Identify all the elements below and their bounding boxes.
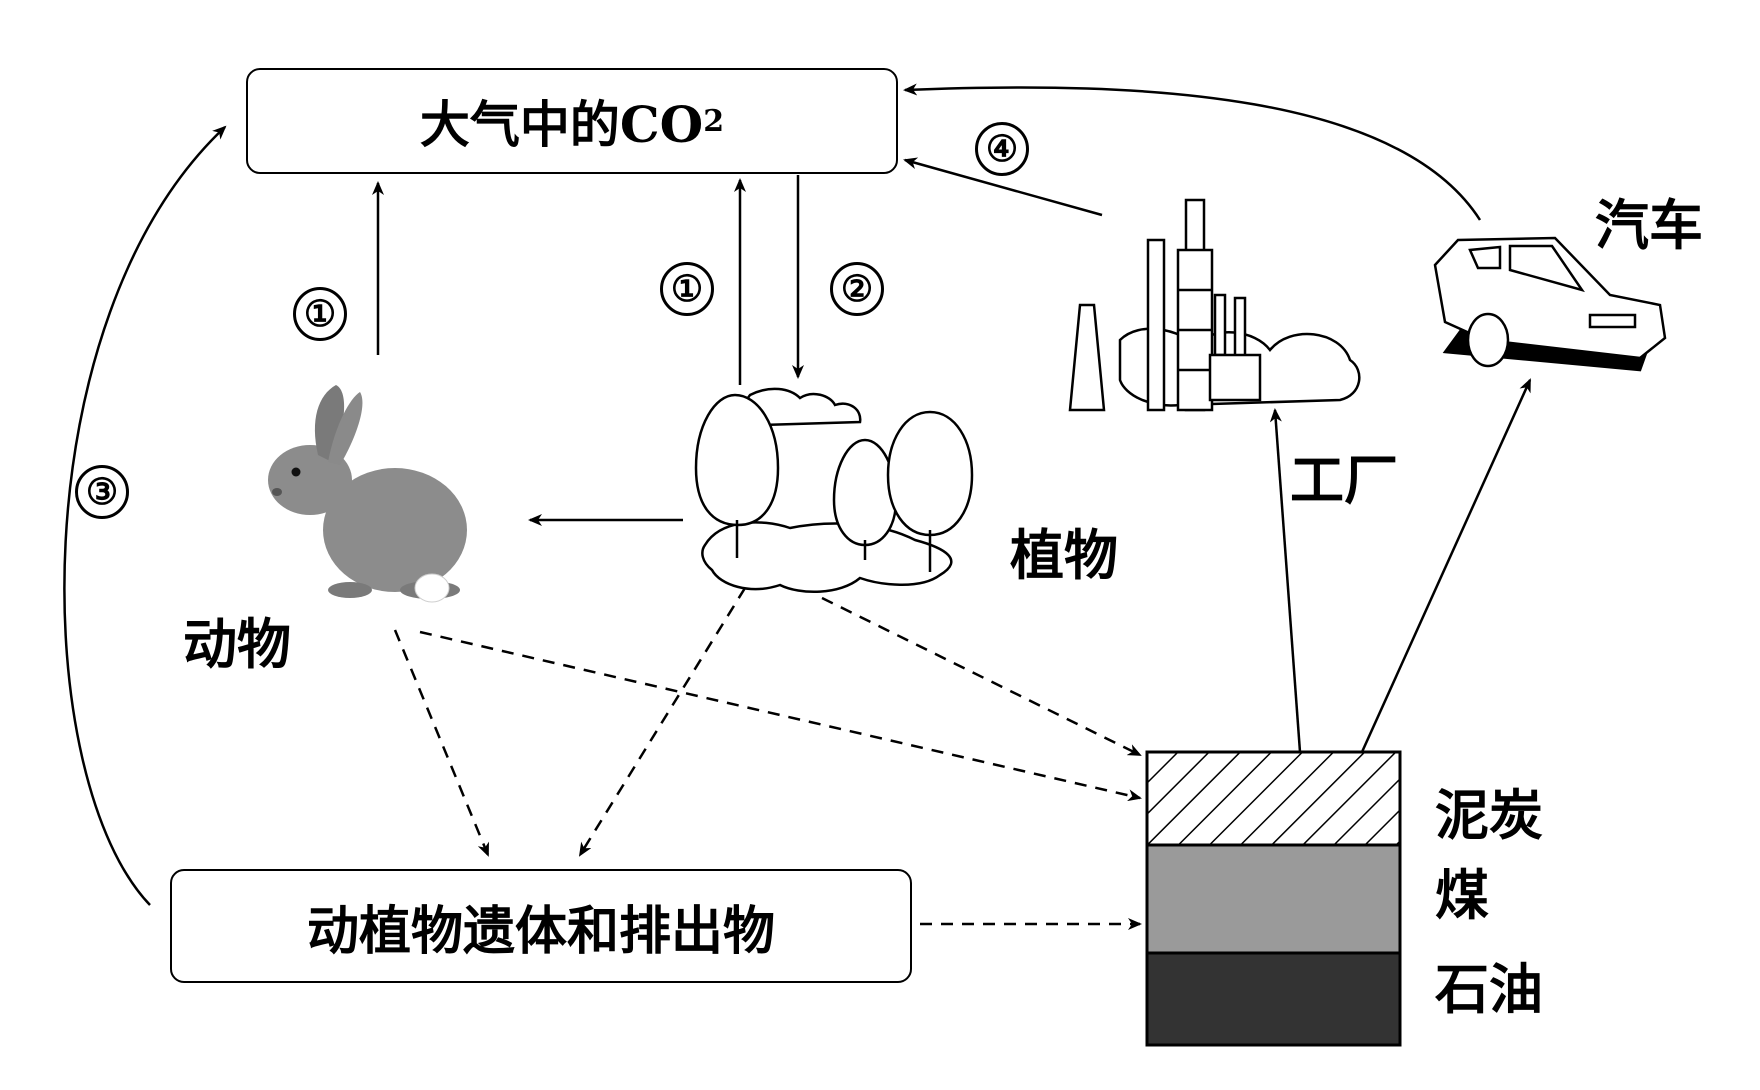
arrow-car-to-co2 <box>903 83 1482 221</box>
remains-label: 动植物遗体和排出物 <box>306 900 775 962</box>
factory-label: 工厂 <box>1290 448 1398 512</box>
marker-respiration-animal: ① <box>293 287 347 341</box>
coal-label: 煤 <box>1435 863 1489 927</box>
atmosphere-co2-label: 大气中的CO <box>419 95 704 154</box>
marker-respiration-plant: ① <box>660 262 714 316</box>
marker-decomposition: ③ <box>75 465 129 519</box>
fossil-fuel-strata <box>1145 750 1402 1047</box>
trees-icon <box>694 387 974 594</box>
oil-layer <box>1145 951 1402 1047</box>
co2-subscript: 2 <box>703 103 725 139</box>
dashed-arrow-animal-to-remains <box>393 629 490 857</box>
remains-box: 动植物遗体和排出物 <box>170 869 912 983</box>
coal-layer <box>1145 843 1402 955</box>
arrow-remains-to-co2 <box>63 125 227 906</box>
animal-label: 动物 <box>183 612 291 676</box>
dashed-arrow-plant-to-fossil <box>821 596 1142 757</box>
car-icon <box>1433 236 1667 372</box>
dashed-arrow-plant-to-remains <box>578 587 747 857</box>
factory-icon <box>1068 198 1361 412</box>
peat-layer <box>1145 750 1402 847</box>
peat-label: 泥炭 <box>1435 783 1543 847</box>
arrow-fossil-to-factory <box>1269 408 1302 753</box>
marker-photosynthesis: ② <box>830 262 884 316</box>
arrow-fossil-to-car <box>1360 378 1532 753</box>
arrow-factory-to-co2 <box>903 157 1103 217</box>
dashed-arrow-animal-to-fossil <box>419 630 1142 802</box>
plant-label: 植物 <box>1010 523 1118 587</box>
rabbit-icon <box>268 385 467 603</box>
oil-label: 石油 <box>1435 957 1543 1021</box>
car-label: 汽车 <box>1595 193 1703 257</box>
marker-combustion: ④ <box>975 122 1029 176</box>
